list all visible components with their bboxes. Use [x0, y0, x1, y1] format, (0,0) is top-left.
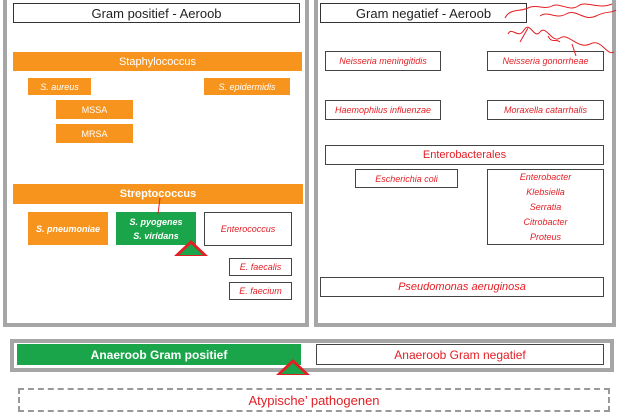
n-meningitidis-box: Neisseria meningitidis	[325, 51, 441, 71]
e-faecalis-box: E. faecalis	[229, 258, 292, 276]
enterobacterales-box: Enterobacterales	[325, 145, 604, 165]
serratia-label: Serratia	[529, 201, 562, 212]
gram-negative-title: Gram negatief - Aeroob	[320, 3, 527, 23]
m-catarrhalis-box: Moraxella catarrhalis	[487, 100, 604, 120]
s-pyogenes-viridans-box: S. pyogenes S. viridans	[116, 212, 196, 245]
n-gonorrhoeae-box: Neisseria gonorrheae	[487, 51, 604, 71]
anaerobic-gram-positive-box: Anaeroob Gram positief	[17, 344, 301, 365]
enterobacter-label: Enterobacter	[519, 171, 572, 182]
triangle-fill-icon	[281, 363, 305, 374]
gram-positive-panel	[3, 0, 309, 327]
s-viridans-label: S. viridans	[133, 230, 179, 241]
gram-positive-title: Gram positief - Aeroob	[13, 3, 300, 23]
mssa-box: MSSA	[56, 100, 133, 119]
s-pneumoniae-box: S. pneumoniae	[28, 212, 108, 245]
pseudomonas-box: Pseudomonas aeruginosa	[320, 277, 604, 297]
atypical-pathogens-box: Atypische’ pathogenen	[18, 388, 610, 412]
proteus-label: Proteus	[529, 231, 562, 242]
anaerobic-gram-negative-box: Anaeroob Gram negatief	[316, 344, 604, 365]
h-influenzae-box: Haemophilus influenzae	[325, 100, 441, 120]
enterococcus-box: Enterococcus	[204, 212, 292, 246]
e-faecium-box: E. faecium	[229, 282, 292, 300]
mrsa-box: MRSA	[56, 124, 133, 143]
klebsiella-label: Klebsiella	[526, 186, 565, 197]
s-pyogenes-label: S. pyogenes	[129, 216, 183, 227]
s-aureus-box: S. aureus	[28, 78, 91, 95]
citrobacter-label: Citrobacter	[523, 216, 568, 227]
triangle-fill-icon	[179, 244, 203, 255]
s-epidermidis-box: S. epidermidis	[204, 78, 290, 95]
streptococcus-triangle-marker	[174, 240, 208, 256]
anaerobic-triangle-marker	[276, 359, 310, 375]
enterobacter-group-box: Enterobacter Klebsiella Serratia Citroba…	[487, 169, 604, 245]
staphylococcus-box: Staphylococcus	[13, 52, 302, 71]
e-coli-box: Escherichia coli	[355, 169, 458, 188]
streptococcus-box: Streptococcus	[13, 184, 303, 204]
